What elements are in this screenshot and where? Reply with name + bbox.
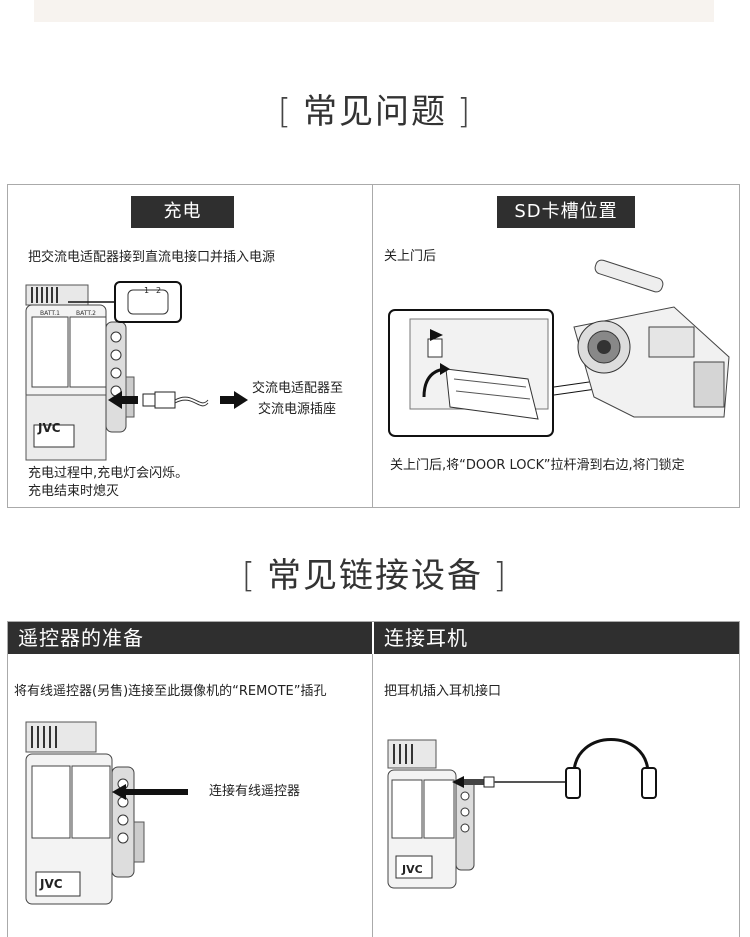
faq-title-text: 常见问题 bbox=[303, 92, 447, 132]
devices-grid: 遥控器的准备 连接耳机 将有线遥控器(另售)连接至此摄像机的“REMOTE”插孔… bbox=[7, 621, 740, 937]
charging-label: 充电 bbox=[131, 196, 234, 228]
remote-callout: 连接有线遥控器 bbox=[209, 784, 301, 799]
port-pin-2: 2 bbox=[156, 286, 162, 295]
svg-text:BATT.2: BATT.2 bbox=[76, 310, 96, 317]
dc-port-callout bbox=[68, 281, 182, 323]
remote-instruction: 将有线遥控器(另售)连接至此摄像机的“REMOTE”插孔 bbox=[14, 684, 327, 699]
bracket-right: ] bbox=[493, 556, 509, 596]
faq-grid: 充电 把交流电适配器接到直流电接口并插入电源 BATT.1 BATT.2 JVC… bbox=[7, 184, 740, 508]
svg-text:BATT.1: BATT.1 bbox=[40, 310, 60, 317]
adapter-callout-line1: 交流电适配器至 bbox=[252, 381, 344, 396]
headphones-icon bbox=[452, 738, 657, 799]
sd-door-detail-illustration bbox=[388, 309, 554, 437]
remote-arrow-icon bbox=[112, 784, 188, 800]
bracket-left: [ bbox=[241, 556, 257, 596]
bracket-left: [ bbox=[277, 92, 293, 132]
faq-section-title: [常见问题] bbox=[0, 84, 750, 133]
devices-divider bbox=[372, 622, 373, 937]
headphone-camera-illustration bbox=[387, 739, 475, 889]
headphones-instruction: 把耳机插入耳机接口 bbox=[384, 684, 502, 699]
sd-slot-instruction: 关上门后 bbox=[384, 249, 437, 264]
charging-instruction: 把交流电适配器接到直流电接口并插入电源 bbox=[28, 250, 276, 265]
sd-slot-label: SD卡槽位置 bbox=[497, 196, 635, 228]
devices-section-title: [常见链接设备] bbox=[0, 548, 750, 597]
headphones-label: 连接耳机 bbox=[384, 626, 468, 650]
remote-label: 遥控器的准备 bbox=[18, 626, 144, 650]
brand-logo: JVC bbox=[38, 421, 61, 435]
devices-title-text: 常见链接设备 bbox=[267, 556, 483, 596]
charging-note-line2: 充电结束时熄灭 bbox=[28, 484, 120, 499]
camcorder-illustration bbox=[553, 259, 730, 418]
faq-divider bbox=[372, 185, 373, 507]
charging-note-line1: 充电过程中,充电灯会闪烁。 bbox=[28, 466, 189, 481]
devices-header-divider bbox=[372, 622, 374, 654]
brand-logo: JVC bbox=[402, 863, 423, 876]
bracket-right: ] bbox=[457, 92, 473, 132]
top-banner-strip bbox=[34, 0, 714, 22]
brand-logo: JVC bbox=[40, 877, 63, 891]
adapter-callout-line2: 交流电源插座 bbox=[258, 402, 337, 417]
sd-slot-note: 关上门后,将“DOOR LOCK”拉杆滑到右边,将门锁定 bbox=[390, 458, 685, 473]
adapter-cable-illustration bbox=[108, 391, 248, 409]
port-pin-1: 1 bbox=[144, 286, 150, 295]
